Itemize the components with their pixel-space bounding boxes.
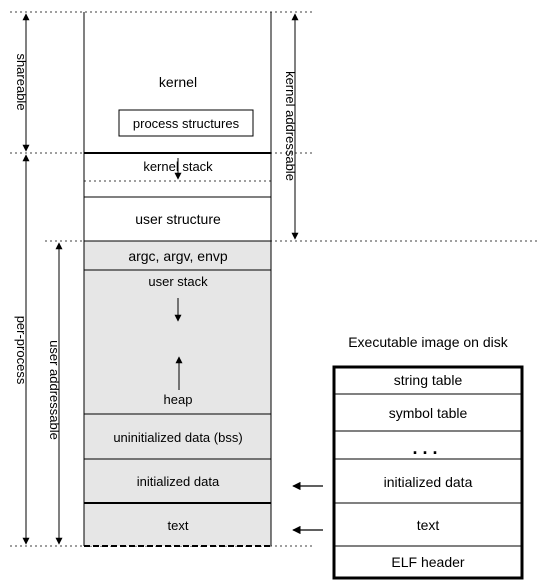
disk-text-label: text [417, 517, 440, 533]
kernel-label: kernel [159, 74, 197, 90]
heap-label: heap [164, 392, 193, 407]
per-process-label: per-process [14, 316, 29, 385]
memory-column: kernel process structures kernel stack u… [83, 12, 272, 547]
process-structures-box [118, 109, 254, 137]
user-area-shading [84, 241, 271, 546]
memory-text-label: text [168, 518, 189, 533]
string-table-label: string table [394, 372, 463, 388]
disk-outer-border [332, 365, 524, 580]
elf-header-label: ELF header [391, 554, 464, 570]
memory-initialized-data-label: initialized data [137, 474, 220, 489]
process-structures-label: process structures [133, 116, 240, 131]
user-structure-label: user structure [135, 211, 221, 227]
disk-initialized-data-label: initialized data [384, 474, 473, 490]
user-addressable-label: user addressable [47, 340, 62, 440]
shareable-label: shareable [14, 53, 29, 110]
left-range-arrows [22, 13, 299, 545]
bss-label: uninitialized data (bss) [113, 430, 242, 445]
argc-argv-envp-label: argc, argv, envp [128, 248, 228, 264]
ellipsis-label: . . . [412, 438, 437, 458]
disk-title: Executable image on disk [348, 334, 509, 350]
disk-image-box: string table symbol table . . . initiali… [332, 365, 524, 580]
kernel-addressable-label: kernel addressable [283, 71, 298, 181]
symbol-table-label: symbol table [389, 405, 468, 421]
user-stack-label: user stack [148, 274, 208, 289]
guide-lines [10, 11, 538, 547]
